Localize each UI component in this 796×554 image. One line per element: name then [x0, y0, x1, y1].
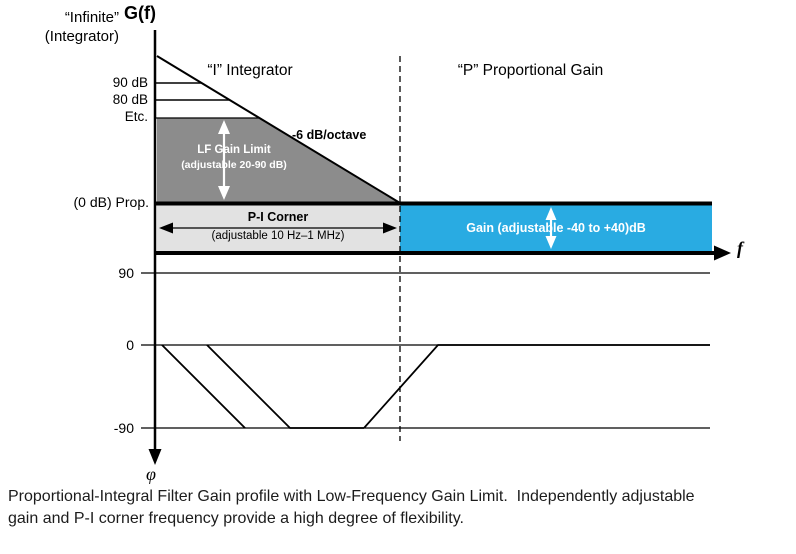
phase-tick-0: 0 [126, 337, 134, 353]
tick-label-etc: Etc. [124, 109, 148, 124]
tick-label-90db: 90 dB [112, 75, 148, 90]
freq-axis-arrow [714, 245, 731, 261]
pi-corner-sub: (adjustable 10 Hz–1 MHz) [211, 230, 345, 242]
phase-tick-90: 90 [118, 265, 134, 281]
freq-axis-label: f [737, 238, 743, 258]
region-label-integrator: “I” Integrator [207, 62, 293, 79]
phase-tick-neg90: -90 [113, 420, 134, 436]
pi-range-arrow [159, 222, 397, 234]
infinite-label-line2: (Integrator) [44, 28, 119, 45]
gain-slope-line [156, 55, 401, 204]
phase-curve [161, 344, 710, 429]
gain-axis-title: G(f) [124, 3, 156, 23]
figure-caption: Proportional-Integral Filter Gain profil… [8, 486, 695, 530]
caption-line-1: Proportional-Integral Filter Gain profil… [8, 488, 695, 505]
lf-gain-limit-region [157, 118, 400, 203]
gain-range-arrow [545, 207, 557, 249]
lf-limit-title: LF Gain Limit [197, 144, 271, 156]
caption-line-2: gain and P-I corner frequency provide a … [8, 510, 464, 527]
tick-label-80db: 80 dB [112, 92, 148, 107]
infinite-label-line1: “Infinite” [64, 9, 119, 26]
lf-limit-sub: (adjustable 20-90 dB) [181, 159, 287, 171]
gain-range-label: Gain (adjustable -40 to +40)dB [466, 221, 646, 235]
slope-label: -6 dB/octave [292, 128, 367, 142]
gain-band [400, 205, 712, 251]
infinite-integrator-label: “Infinite” (Integrator) [0, 8, 119, 46]
tick-label-0db: (0 dB) Prop. [73, 194, 149, 210]
pi-corner-title: P-I Corner [247, 210, 309, 224]
phase-axis-title: φ [146, 464, 156, 484]
region-label-proportional: “P” Proportional Gain [457, 62, 604, 79]
lf-range-arrow [218, 120, 230, 200]
phase-axis-arrow [148, 449, 162, 465]
